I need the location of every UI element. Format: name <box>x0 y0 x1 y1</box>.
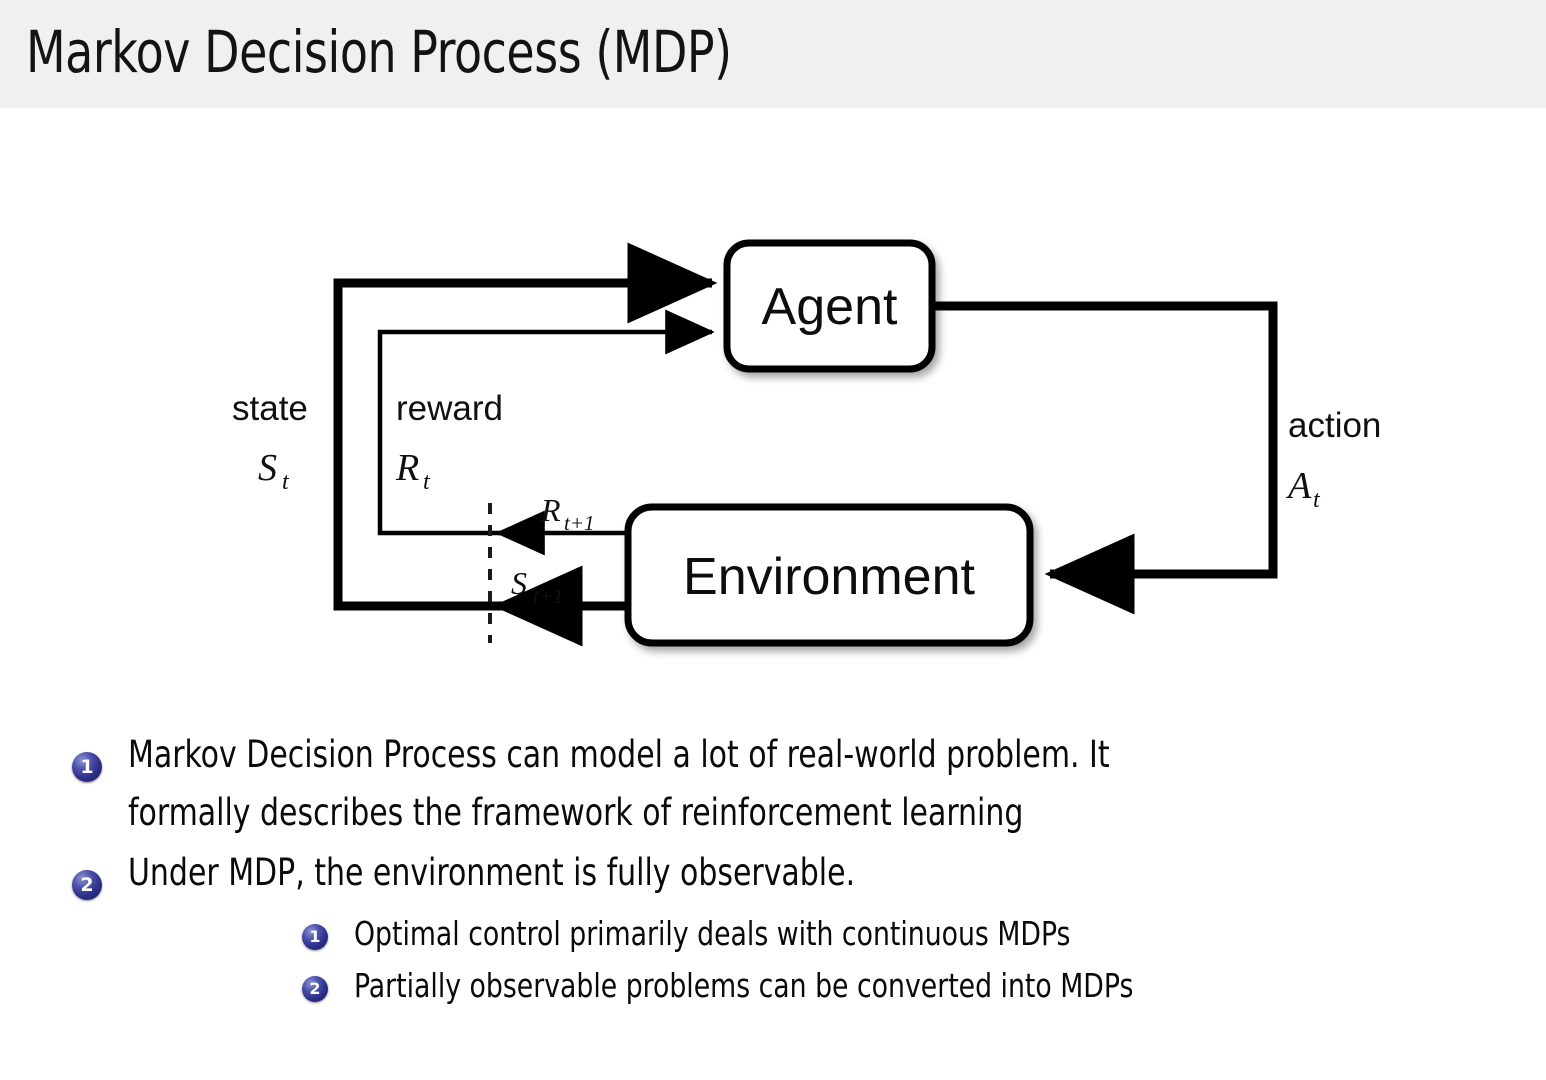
list-item-line: formally describes the framework of rein… <box>128 791 1024 834</box>
action-label: action <box>1288 406 1381 445</box>
reward-next-subscript: t+1 <box>564 511 595 535</box>
bullet-list: 1 Markov Decision Process can model a lo… <box>0 726 1546 1014</box>
sub-list-item: 1 Optimal control primarily deals with c… <box>128 908 1546 960</box>
state-arrow-path <box>333 242 718 611</box>
reward-next-symbol: R <box>540 492 561 528</box>
reward-label-group: reward R t <box>395 389 503 495</box>
sub-list-item-text: Partially observable problems can be con… <box>354 966 1134 1005</box>
reward-next-label-group: R t+1 <box>540 492 595 535</box>
state-label-group: state S t <box>232 389 308 495</box>
page-title: Markov Decision Process (MDP) <box>26 18 732 86</box>
agent-box-label: Agent <box>762 278 898 336</box>
list-item: 2 Under MDP, the environment is fully ob… <box>0 844 1546 1012</box>
state-next-subscript: t+1 <box>533 584 564 608</box>
mdp-diagram: Agent Environment state S t reward R t a… <box>0 108 1546 718</box>
state-next-label-group: S t+1 <box>511 565 564 608</box>
sub-bullet-list: 1 Optimal control primarily deals with c… <box>128 908 1546 1012</box>
state-arrow <box>333 242 718 611</box>
reward-symbol: R <box>395 447 419 489</box>
list-item-line: Markov Decision Process can model a lot … <box>128 733 1110 776</box>
sub-bullet-badge-1: 1 <box>302 924 328 950</box>
bullet-badge-2: 2 <box>72 870 102 900</box>
list-item-line: Under MDP, the environment is fully obse… <box>128 851 856 894</box>
action-label-group: action A t <box>1285 406 1381 513</box>
reward-arrow-path <box>377 309 715 536</box>
sub-list-item-text: Optimal control primarily deals with con… <box>354 914 1071 953</box>
state-next-symbol: S <box>511 565 527 601</box>
state-symbol-subscript: t <box>282 469 290 495</box>
list-item-text: Markov Decision Process can model a lot … <box>128 726 1532 842</box>
reward-symbol-subscript: t <box>423 469 431 495</box>
agent-box: Agent <box>723 239 936 373</box>
action-arrow-path <box>932 301 1278 615</box>
sub-list-item: 2 Partially observable problems can be c… <box>128 960 1546 1012</box>
list-item-text: Under MDP, the environment is fully obse… <box>128 844 1532 902</box>
list-item: 1 Markov Decision Process can model a lo… <box>0 726 1546 842</box>
action-symbol: A <box>1285 465 1312 507</box>
reward-arrow <box>377 309 715 536</box>
reward-label: reward <box>396 389 503 428</box>
environment-box: Environment <box>624 503 1034 647</box>
bullet-badge-1: 1 <box>72 752 102 782</box>
sub-bullet-badge-2: 2 <box>302 976 328 1002</box>
action-arrow <box>932 301 1278 615</box>
action-symbol-subscript: t <box>1313 487 1321 513</box>
state-label: state <box>232 389 308 428</box>
slide-title-bar: Markov Decision Process (MDP) <box>0 0 1546 108</box>
environment-box-label: Environment <box>683 548 975 606</box>
state-symbol: S <box>258 447 277 489</box>
